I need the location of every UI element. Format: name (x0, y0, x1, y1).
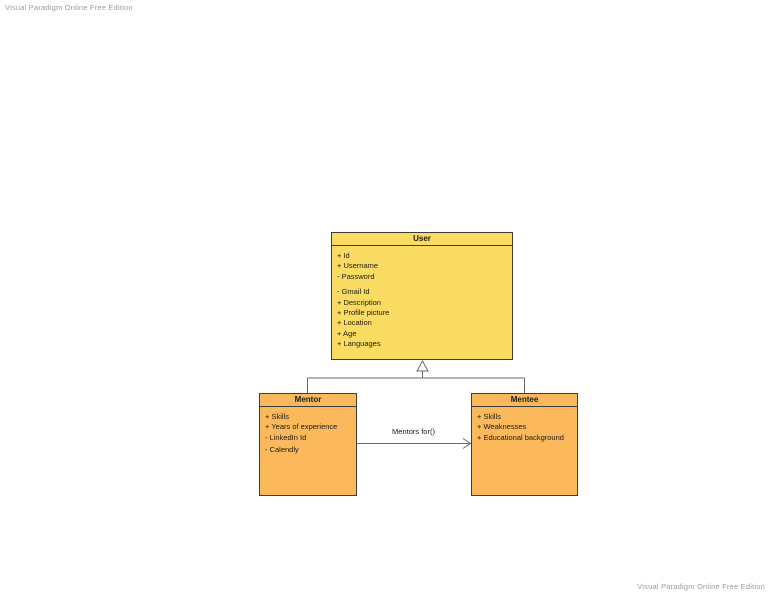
class-attribute: + Educational background (477, 432, 564, 442)
association-arrowhead-icon (462, 438, 472, 449)
class-attribute: + Username (337, 261, 379, 271)
class-attribute: + Skills (265, 412, 289, 421)
class-attribute: + Id (337, 251, 350, 260)
class-attribute: + Age (337, 328, 357, 338)
class-attribute: + Description (337, 297, 381, 307)
association-edge[interactable] (357, 438, 472, 449)
class-title: User (332, 233, 512, 246)
class-attributes: + Id+ Username- Password - Gmail Id+ Desc… (332, 246, 512, 350)
generalization-triangle-icon (416, 359, 429, 372)
class-attribute: - Gmail Id (337, 287, 370, 297)
class-node-mentor[interactable]: Mentor + Skills+ Years of experience- Li… (259, 393, 357, 496)
watermark-bottom-right: Visual Paradigm Online Free Edition (637, 582, 765, 591)
class-attribute: - Password (337, 271, 375, 281)
class-attribute: + Skills (477, 412, 501, 421)
class-attribute: + Languages (337, 339, 381, 349)
class-attributes: + Skills+ Years of experience- LinkedIn … (260, 407, 356, 456)
class-title: Mentor (260, 394, 356, 407)
class-attribute: + Location (337, 318, 372, 328)
class-node-user[interactable]: User + Id+ Username- Password- Gmail Id+… (331, 232, 513, 360)
class-attributes: + Skills+ Weaknesses+ Educational backgr… (472, 407, 577, 443)
class-attribute: + Years of experience (265, 422, 338, 432)
watermark-top-left: Visual Paradigm Online Free Edition (5, 3, 133, 12)
class-attribute: - Calendly (265, 445, 299, 455)
class-attribute: - LinkedIn Id (265, 432, 307, 442)
class-attribute: + Profile picture (337, 308, 390, 318)
class-attribute: + Weaknesses (477, 422, 527, 432)
generalization-edge[interactable] (307, 359, 525, 393)
association-label: Mentors for() (392, 427, 435, 436)
class-title: Mentee (472, 394, 577, 407)
class-node-mentee[interactable]: Mentee + Skills+ Weaknesses+ Educational… (471, 393, 578, 496)
